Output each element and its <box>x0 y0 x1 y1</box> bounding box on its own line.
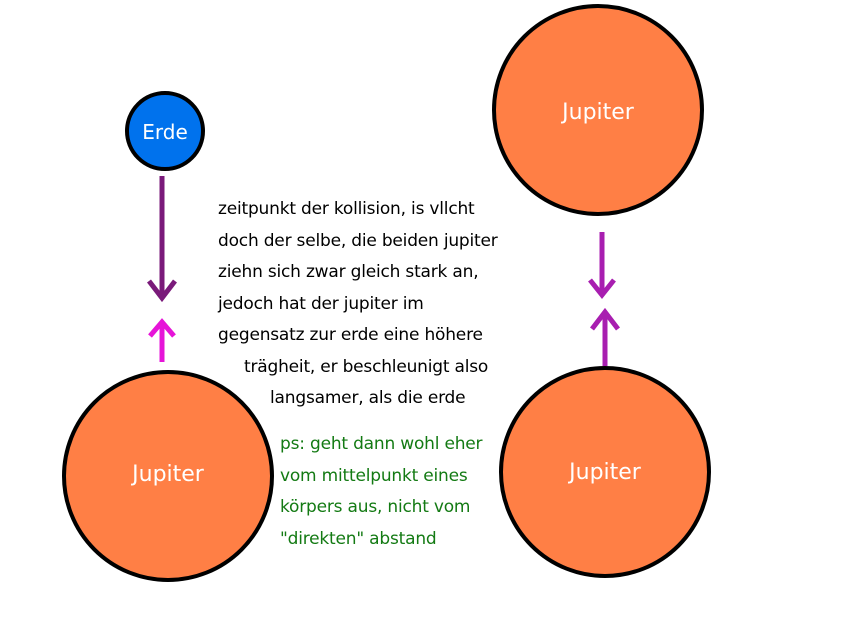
ps-line: vom mittelpunkt eines <box>280 465 468 486</box>
explanation-line: jedoch hat der jupiter im <box>218 293 424 314</box>
jupiter-right-bottom-label: Jupiter <box>567 460 642 485</box>
ps-line: körpers aus, nicht vom <box>280 497 471 517</box>
explanation-line: doch der selbe, die beiden jupiter <box>218 230 498 251</box>
arrow-jupiter-left-up-head <box>148 318 176 338</box>
jupiter-right-bottom-circle <box>499 366 711 578</box>
explanation-line: trägheit, er beschleunigt also <box>218 356 489 377</box>
arrow-jupiter-top-down-head <box>588 278 616 300</box>
jupiter-right-top-label: Jupiter <box>560 100 635 125</box>
ps-line: ps: geht dann wohl eher <box>280 434 483 454</box>
jupiter-right-top-circle <box>492 4 704 216</box>
erde-circle <box>125 91 205 171</box>
explanation-note: zeitpunkt der kollision, is vllcht doch … <box>218 194 498 415</box>
explanation-line: ziehn sich zwar gleich stark an, <box>218 262 479 282</box>
arrow-erde-down-head <box>147 279 177 303</box>
ps-line: "direkten" abstand <box>280 528 437 549</box>
explanation-line: zeitpunkt der kollision, is vllcht <box>218 199 475 219</box>
erde-label: Erde <box>142 120 188 144</box>
jupiter-left-bottom-label: Jupiter <box>130 462 205 487</box>
jupiter-left-bottom-circle <box>62 370 274 582</box>
explanation-line: gegensatz zur erde eine höhere <box>218 325 483 345</box>
ps-note: ps: geht dann wohl eher vom mittelpunkt … <box>280 429 483 555</box>
arrow-jupiter-bottom-up-head <box>590 307 620 331</box>
explanation-line: langsamer, als die erde <box>218 388 466 408</box>
